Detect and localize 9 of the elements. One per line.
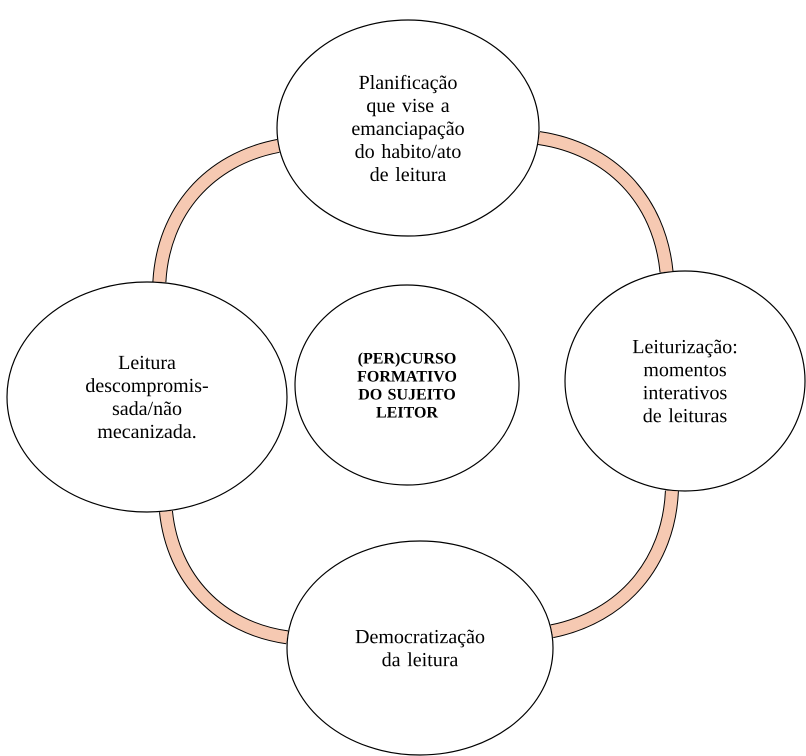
ring-connector: [152, 139, 280, 283]
ellipse-node: Leiturização: momentos interativos de leituras: [564, 270, 806, 492]
ring-connector: [550, 490, 679, 638]
ellipse-node: Leitura descompromis- sada/não mecanizada.: [6, 281, 288, 513]
ellipse-node: (PER)CURSO FORMATIVO DO SUJEITO LEITOR: [294, 284, 520, 486]
ellipse-node: Planificação que vise a emanciapação do habito/ato de leitura: [276, 19, 540, 237]
ring-connector: [538, 131, 674, 273]
ellipse-node: Democratização da leitura: [286, 540, 554, 756]
ring-connector: [159, 510, 288, 644]
